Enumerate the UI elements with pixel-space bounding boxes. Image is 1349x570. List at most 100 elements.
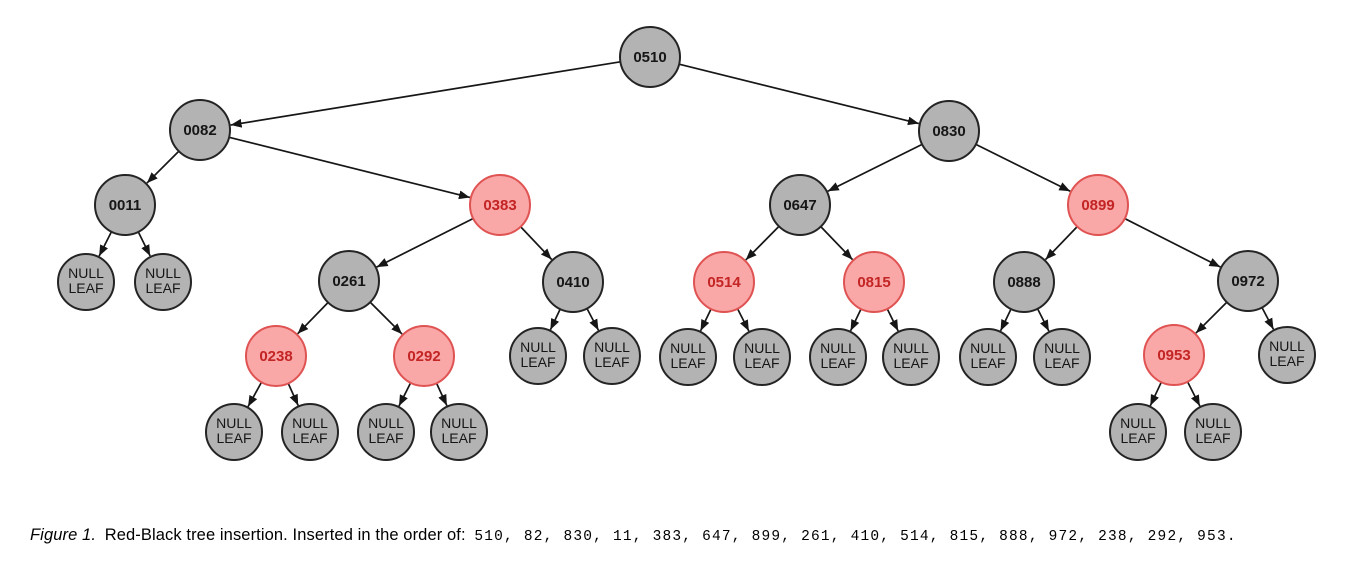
tree-node-0292: 0292 [393, 325, 455, 387]
node-circle [318, 250, 380, 312]
node-label: 0815 [857, 274, 890, 291]
tree-node-0972: 0972 [1217, 250, 1279, 312]
node-circle [469, 174, 531, 236]
tree-node-0261: 0261 [318, 250, 380, 312]
tree-edge-n888-l888b [1036, 308, 1050, 332]
null-leaf-circle [430, 403, 488, 461]
null-leaf-circle [809, 328, 867, 386]
node-circle [918, 100, 980, 162]
tree-edge-n410-l410b [586, 308, 600, 331]
tree-edge-n261-n292 [369, 301, 403, 335]
node-circle [843, 251, 905, 313]
tree-node-0410: 0410 [542, 251, 604, 313]
tree-edge-n953-l953a [1149, 381, 1163, 407]
tree-node-0815: 0815 [843, 251, 905, 313]
node-circle [542, 251, 604, 313]
null-leaf-circle [1109, 403, 1167, 461]
node-circle [693, 251, 755, 313]
node-label: 0899 [1081, 197, 1114, 214]
tree-node-0011: 0011 [94, 174, 156, 236]
null-leaf-circle [959, 328, 1017, 386]
null-leaf-circle [1258, 326, 1316, 384]
node-circle [1067, 174, 1129, 236]
tree-edge-n647-n514 [745, 225, 780, 261]
tree-edge-n815-l815b [886, 308, 899, 332]
node-label: 0383 [483, 197, 516, 214]
figure-caption: Figure 1. Red-Black tree insertion. Inse… [30, 526, 1237, 545]
null-leaf-circle [509, 327, 567, 385]
tree-edge-n011-l011b [137, 231, 151, 257]
node-label: 0261 [332, 273, 365, 290]
null-leaf-circle [1184, 403, 1242, 461]
tree-edge-n383-n261 [376, 217, 474, 268]
tree-edge-n082-n383 [228, 136, 471, 200]
node-label: 0830 [932, 123, 965, 140]
node-label: 0514 [707, 274, 741, 291]
null-leaf-circle [733, 328, 791, 386]
tree-edge-n830-n647 [827, 143, 923, 192]
node-label: 0410 [556, 274, 589, 291]
tree-node-0510: 0510 [619, 26, 681, 88]
node-circle [169, 99, 231, 161]
tree-node-0899: 0899 [1067, 174, 1129, 236]
node-circle [393, 325, 455, 387]
caption-text: Red-Black tree insertion. Inserted in th… [104, 526, 466, 544]
tree-edge-n011-l011a [98, 231, 113, 257]
tree-edge-n510-n082 [230, 60, 621, 128]
null-leaf-circle [205, 403, 263, 461]
null-leaf-circle [281, 403, 339, 461]
node-label: 0082 [183, 122, 216, 139]
tree-edge-n830-n899 [975, 143, 1071, 192]
tree-node-0383: 0383 [469, 174, 531, 236]
tree-edge-n815-l815a [849, 308, 862, 332]
figure-label: Figure 1. [30, 526, 97, 544]
null-leaf-circle [882, 328, 940, 386]
tree-node-0238: 0238 [245, 325, 307, 387]
tree-edge-n888-l888a [999, 308, 1012, 332]
tree-edge-n082-n011 [146, 150, 180, 184]
tree-node-0830: 0830 [918, 100, 980, 162]
null-leaf-circle [134, 253, 192, 311]
node-circle [1217, 250, 1279, 312]
node-label: 0011 [109, 197, 142, 214]
tree-node-0888: 0888 [993, 251, 1055, 313]
null-leaf-circle [357, 403, 415, 461]
node-circle [94, 174, 156, 236]
node-label: 0953 [1157, 347, 1190, 364]
tree-edge-n383-n410 [520, 226, 553, 261]
node-circle [1143, 324, 1205, 386]
tree-edge-n238-l238b [287, 383, 299, 406]
node-circle [993, 251, 1055, 313]
tree-edge-n292-l292a [398, 382, 412, 407]
null-leaf-circle [583, 327, 641, 385]
node-circle [769, 174, 831, 236]
